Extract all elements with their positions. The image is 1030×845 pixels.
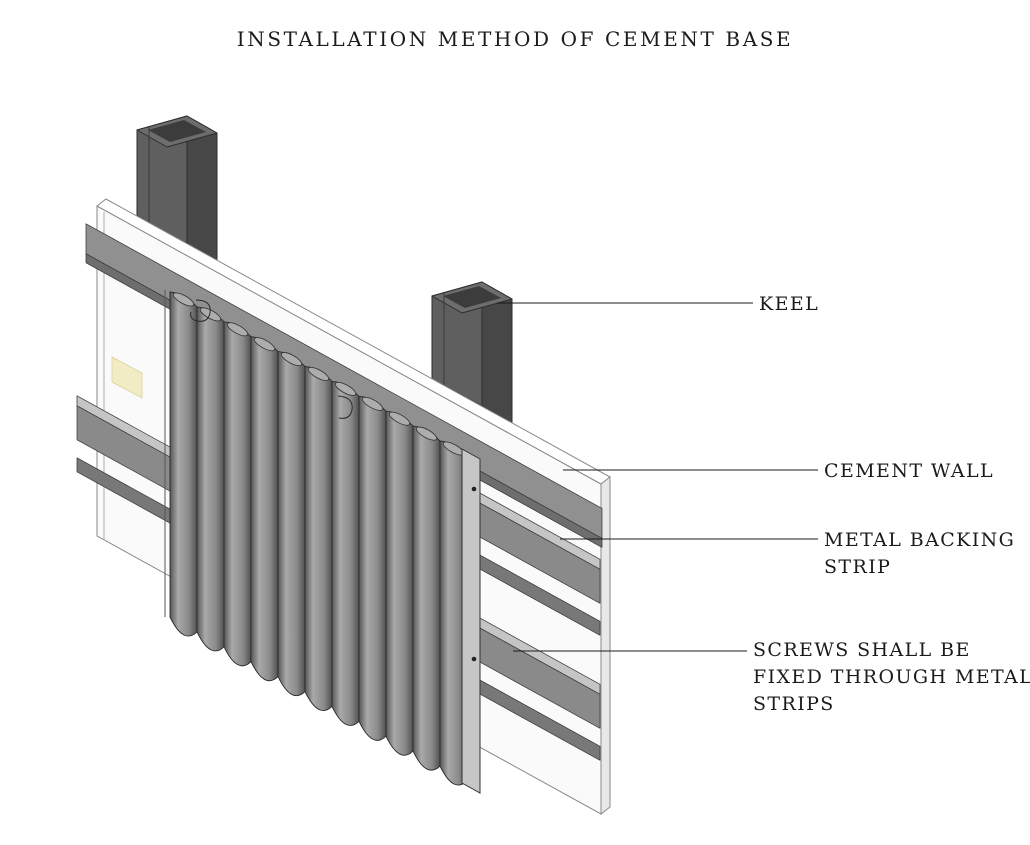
corrugation-tube	[277, 351, 306, 696]
corrugation-tube	[358, 395, 387, 741]
label-metal-backing-strip-line2: STRIP	[824, 556, 891, 578]
corrugation-tube	[412, 425, 441, 771]
tube-top	[280, 352, 303, 367]
tube-top	[172, 292, 195, 307]
corrugation-tube	[223, 321, 252, 667]
corrugation-tube	[250, 336, 279, 682]
corrugation-top-profile	[172, 292, 465, 456]
insulation-patch	[111, 356, 143, 399]
annotation-metal-backing-strip: METAL BACKING STRIP	[560, 529, 1015, 578]
tube-top	[361, 396, 384, 411]
corrugation-tube	[385, 410, 414, 756]
corrugation-tube	[196, 306, 225, 652]
tube-top	[415, 426, 438, 441]
keel-right	[431, 281, 513, 424]
screw-dot	[471, 656, 477, 662]
label-keel: KEEL	[759, 293, 819, 315]
keel-left	[136, 115, 218, 261]
corrugation-tube	[169, 291, 198, 637]
edge-trim-bar	[461, 448, 481, 794]
annotation-screws: SCREWS SHALL BE FIXED THROUGH METAL STRI…	[513, 639, 1030, 715]
label-cement-wall: CEMENT WALL	[824, 460, 994, 482]
label-screws-line2: FIXED THROUGH METAL	[753, 666, 1030, 688]
tube-top	[226, 322, 249, 337]
drawing-title: INSTALLATION METHOD OF CEMENT BASE	[237, 27, 794, 51]
annotation-keel: KEEL	[497, 293, 819, 315]
keel-hollow	[443, 286, 501, 308]
tube-top	[253, 337, 276, 352]
corrugated-panel	[164, 290, 468, 786]
trim-bar-face	[461, 448, 481, 794]
tube-top	[307, 367, 330, 381]
corrugation-tube	[331, 380, 360, 726]
label-screws-line3: STRIPS	[753, 693, 835, 715]
keel-hollow	[148, 120, 206, 142]
screw-dot	[471, 486, 477, 492]
seam-curl	[190, 299, 211, 322]
label-metal-backing-strip-line1: METAL BACKING	[824, 529, 1015, 551]
label-screws-line1: SCREWS SHALL BE	[753, 639, 971, 661]
annotation-cement-wall: CEMENT WALL	[563, 460, 994, 482]
corrugation-tube	[304, 366, 333, 711]
tube-top	[388, 411, 411, 426]
tube-top	[334, 381, 357, 396]
seam-curl	[337, 395, 353, 419]
panel-right-edge	[600, 475, 611, 816]
